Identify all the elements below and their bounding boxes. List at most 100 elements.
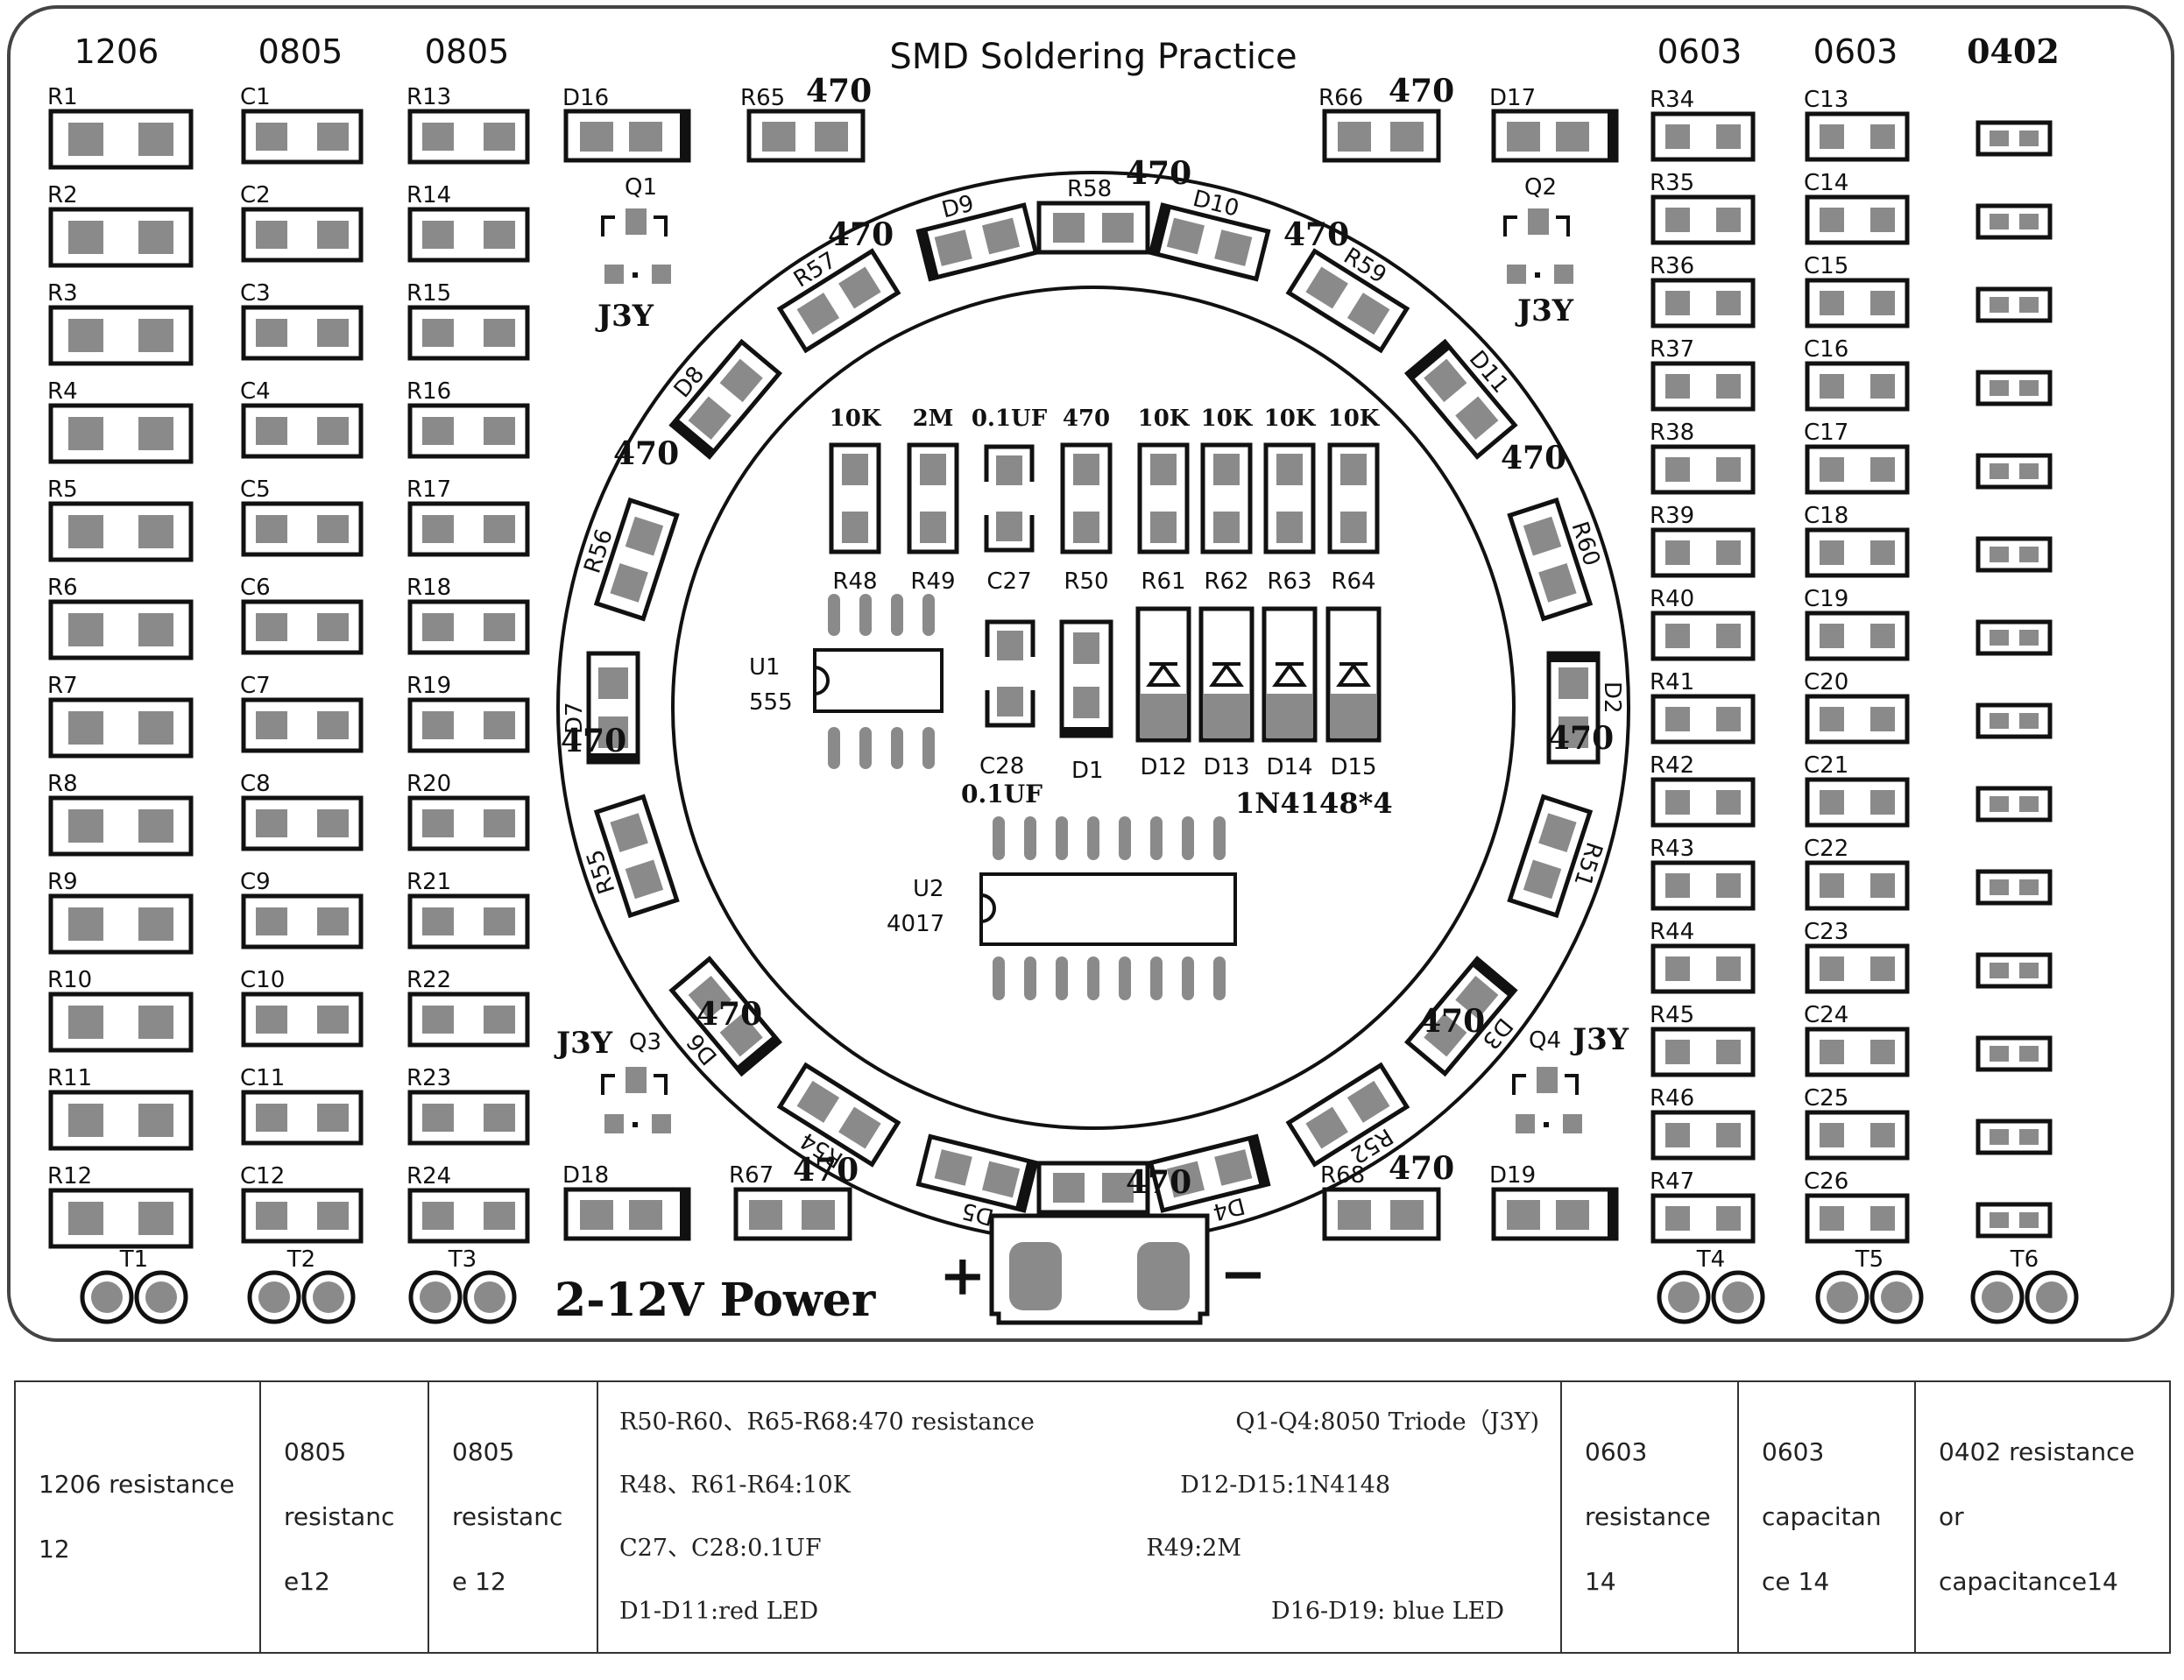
footprint-r37[interactable]: R37 bbox=[1650, 336, 1756, 412]
footprint-r41[interactable]: R41 bbox=[1650, 669, 1756, 745]
d1-footprint[interactable]: D1 bbox=[1059, 619, 1113, 784]
footprint-c14[interactable]: C14 bbox=[1804, 170, 1910, 245]
footprint-r21[interactable]: R21 bbox=[406, 869, 530, 949]
ring-d7[interactable]: D7 bbox=[562, 651, 640, 765]
footprint-0402[interactable] bbox=[1975, 619, 2053, 656]
footprint-r23[interactable]: R23 bbox=[406, 1065, 530, 1146]
footprint-r40[interactable]: R40 bbox=[1650, 586, 1756, 661]
ring-d9[interactable]: D9 bbox=[912, 179, 1039, 282]
d17-footprint[interactable]: D17 bbox=[1489, 85, 1619, 163]
footprint-r12[interactable]: R12 bbox=[47, 1163, 194, 1249]
ring-d6[interactable]: D6 bbox=[651, 956, 783, 1091]
footprint-c8[interactable]: C8 bbox=[240, 771, 364, 851]
footprint-0402[interactable] bbox=[1975, 1035, 2053, 1072]
ring-r51[interactable]: R51 bbox=[1507, 794, 1615, 924]
footprint-r3[interactable]: R3 bbox=[47, 280, 194, 366]
footprint-r34[interactable]: R34 bbox=[1650, 87, 1756, 162]
q4-footprint[interactable]: Q4 J3Y bbox=[1512, 1022, 1629, 1133]
footprint-r10[interactable]: R10 bbox=[47, 967, 194, 1053]
footprint-r9[interactable]: R9 bbox=[47, 869, 194, 955]
r65-footprint[interactable]: R65 470 bbox=[740, 73, 872, 163]
footprint-r15[interactable]: R15 bbox=[406, 280, 530, 361]
footprint-r45[interactable]: R45 bbox=[1650, 1002, 1756, 1077]
test-point-3[interactable]: T3 bbox=[408, 1246, 517, 1324]
footprint-r8[interactable]: R8 bbox=[47, 771, 194, 857]
r68-footprint[interactable]: R68 470 bbox=[1320, 1150, 1454, 1241]
footprint-r19[interactable]: R19 bbox=[406, 673, 530, 753]
test-point-5[interactable]: T5 bbox=[1815, 1246, 1924, 1324]
footprint-r43[interactable]: R43 bbox=[1650, 836, 1756, 911]
diode-d14[interactable]: D14 bbox=[1262, 606, 1318, 780]
footprint-r2[interactable]: R2 bbox=[47, 182, 194, 268]
footprint-0402[interactable] bbox=[1975, 536, 2053, 573]
d18-footprint[interactable]: D18 bbox=[562, 1162, 691, 1241]
footprint-c9[interactable]: C9 bbox=[240, 869, 364, 949]
footprint-r1[interactable]: R1 bbox=[47, 84, 194, 170]
test-point-1[interactable]: T1 bbox=[80, 1246, 188, 1324]
footprint-c5[interactable]: C5 bbox=[240, 476, 364, 557]
ring-r55[interactable]: R55 bbox=[571, 794, 680, 924]
q1-footprint[interactable]: Q1 J3Y bbox=[595, 174, 671, 334]
ring-r58[interactable]: R58 bbox=[1036, 176, 1150, 255]
ring-r52[interactable]: R52 bbox=[1285, 1062, 1421, 1187]
footprint-0402[interactable] bbox=[1975, 203, 2053, 240]
footprint-r44[interactable]: R44 bbox=[1650, 919, 1756, 994]
diode-d15[interactable]: D15 bbox=[1325, 606, 1382, 780]
footprint-c10[interactable]: C10 bbox=[240, 967, 364, 1048]
diode-d12[interactable]: D12 bbox=[1135, 606, 1191, 780]
footprint-r22[interactable]: R22 bbox=[406, 967, 530, 1048]
footprint-c7[interactable]: C7 bbox=[240, 673, 364, 753]
footprint-c23[interactable]: C23 bbox=[1804, 919, 1910, 994]
footprint-c2[interactable]: C2 bbox=[240, 182, 364, 263]
r66-footprint[interactable]: R66 470 bbox=[1318, 73, 1454, 163]
footprint-c4[interactable]: C4 bbox=[240, 378, 364, 459]
ring-d2[interactable]: D2 bbox=[1546, 651, 1625, 765]
c28-footprint[interactable]: C28 0.1UF bbox=[961, 619, 1043, 808]
footprint-c24[interactable]: C24 bbox=[1804, 1002, 1910, 1077]
footprint-c1[interactable]: C1 bbox=[240, 84, 364, 165]
footprint-r13[interactable]: R13 bbox=[406, 84, 530, 165]
footprint-0402[interactable] bbox=[1975, 702, 2053, 739]
footprint-r36[interactable]: R36 bbox=[1650, 253, 1756, 328]
footprint-0402[interactable] bbox=[1975, 286, 2053, 323]
footprint-r14[interactable]: R14 bbox=[406, 182, 530, 263]
footprint-0402[interactable] bbox=[1975, 370, 2053, 406]
footprint-r47[interactable]: R47 bbox=[1650, 1168, 1756, 1244]
footprint-r5[interactable]: R5 bbox=[47, 476, 194, 562]
test-point-2[interactable]: T2 bbox=[247, 1246, 356, 1324]
footprint-c26[interactable]: C26 bbox=[1804, 1168, 1910, 1244]
footprint-r11[interactable]: R11 bbox=[47, 1065, 194, 1151]
u2-ic[interactable]: U2 4017 bbox=[887, 816, 1237, 1000]
ring-r59[interactable]: R59 bbox=[1285, 228, 1421, 354]
ring-d5[interactable]: D5 bbox=[912, 1133, 1039, 1237]
footprint-0402[interactable] bbox=[1975, 1119, 2053, 1155]
test-point-6[interactable]: T6 bbox=[1970, 1246, 2079, 1324]
footprint-c16[interactable]: C16 bbox=[1804, 336, 1910, 412]
footprint-r17[interactable]: R17 bbox=[406, 476, 530, 557]
footprint-c19[interactable]: C19 bbox=[1804, 586, 1910, 661]
footprint-r46[interactable]: R46 bbox=[1650, 1085, 1756, 1161]
footprint-0402[interactable] bbox=[1975, 1202, 2053, 1239]
diode-d13[interactable]: D13 bbox=[1198, 606, 1255, 780]
footprint-c11[interactable]: C11 bbox=[240, 1065, 364, 1146]
ring-d11[interactable]: D11 bbox=[1403, 324, 1535, 460]
footprint-c21[interactable]: C21 bbox=[1804, 752, 1910, 828]
r67-footprint[interactable]: R67 470 bbox=[729, 1152, 859, 1241]
test-point-4[interactable]: T4 bbox=[1657, 1246, 1765, 1324]
footprint-r38[interactable]: R38 bbox=[1650, 420, 1756, 495]
footprint-r6[interactable]: R6 bbox=[47, 575, 194, 660]
q3-footprint[interactable]: Q3 J3Y bbox=[554, 1026, 671, 1133]
footprint-c15[interactable]: C15 bbox=[1804, 253, 1910, 328]
footprint-r39[interactable]: R39 bbox=[1650, 503, 1756, 578]
footprint-0402[interactable] bbox=[1975, 869, 2053, 906]
footprint-c20[interactable]: C20 bbox=[1804, 669, 1910, 745]
footprint-r35[interactable]: R35 bbox=[1650, 170, 1756, 245]
ring-r57[interactable]: R57 bbox=[766, 228, 901, 354]
